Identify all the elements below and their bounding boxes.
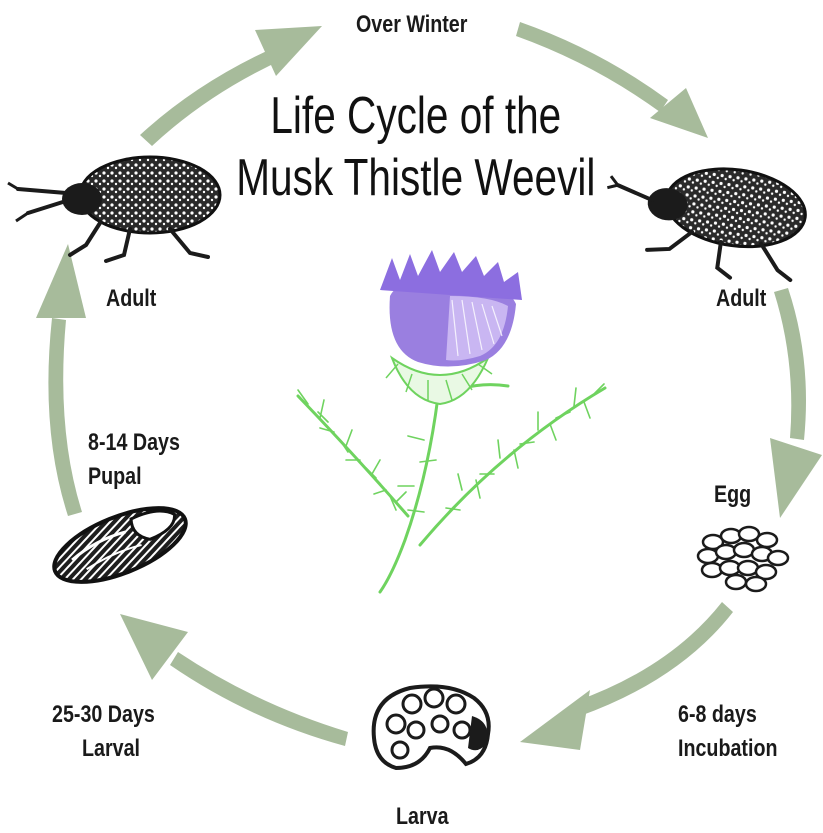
label-adult-right: Adult xyxy=(716,284,766,314)
title-line-2: Musk Thistle Weevil xyxy=(95,147,737,209)
arrow-adult-to-egg xyxy=(770,288,822,518)
label-pupal-duration: 8-14 Days xyxy=(88,428,180,458)
thistle-flower-icon xyxy=(298,250,605,592)
egg-cluster-icon xyxy=(698,527,788,591)
label-pupal: Pupal xyxy=(88,462,142,492)
arrow-pupa-to-adult xyxy=(36,244,86,516)
label-adult-left: Adult xyxy=(106,284,156,314)
title-line-1: Life Cycle of the xyxy=(95,85,737,147)
page-title: Life Cycle of the Musk Thistle Weevil xyxy=(95,85,737,209)
label-egg: Egg xyxy=(714,480,751,510)
label-over-winter: Over Winter xyxy=(356,10,467,40)
label-incubation-duration: 6-8 days xyxy=(678,700,757,730)
label-larval-duration: 25-30 Days xyxy=(52,700,155,730)
label-larva: Larva xyxy=(396,802,449,832)
label-larval: Larval xyxy=(82,734,140,764)
label-incubation: Incubation xyxy=(678,734,777,764)
larva-icon xyxy=(374,686,489,768)
